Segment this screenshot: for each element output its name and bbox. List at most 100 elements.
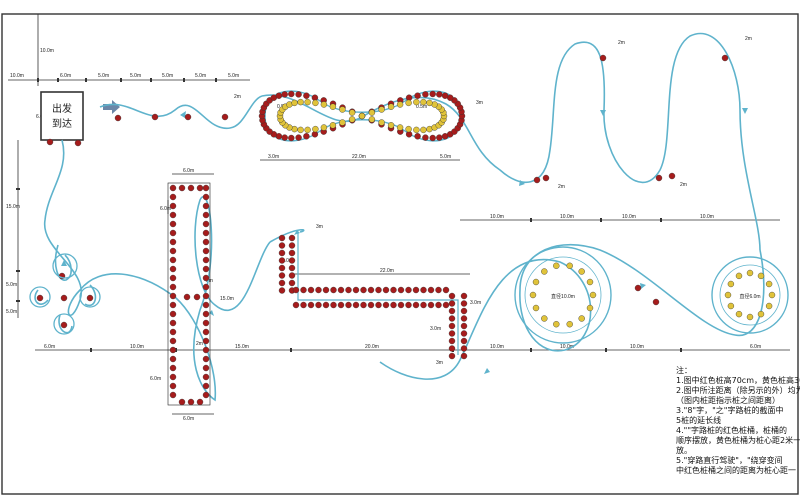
red-cone bbox=[278, 272, 286, 279]
red-cone bbox=[169, 247, 177, 255]
yellow-cone bbox=[727, 302, 735, 310]
red-cone bbox=[202, 184, 210, 192]
red-cone bbox=[202, 310, 210, 318]
dim-inner-10: 3.0m bbox=[430, 326, 441, 332]
red-cone bbox=[436, 134, 443, 141]
yellow-cone bbox=[291, 99, 298, 107]
dim-mid-2: 10.0m bbox=[622, 214, 636, 220]
red-cone bbox=[460, 300, 468, 307]
red-cone bbox=[202, 319, 210, 327]
start-direction-arrow-icon bbox=[103, 100, 120, 114]
red-cone bbox=[397, 301, 405, 309]
red-cone bbox=[202, 301, 210, 309]
red-cone bbox=[36, 294, 44, 302]
red-cone bbox=[412, 301, 420, 309]
yellow-cone bbox=[304, 126, 311, 134]
yellow-cone bbox=[724, 291, 732, 299]
red-cone bbox=[460, 315, 468, 322]
red-cone bbox=[221, 113, 229, 121]
red-cone bbox=[178, 398, 186, 406]
red-cone bbox=[202, 256, 210, 264]
dim-f8-2: 5.0m bbox=[440, 154, 451, 160]
red-cone bbox=[435, 286, 442, 294]
note-line-9: 5."穿路直行驾驶"，"绕穿变间 bbox=[676, 456, 783, 465]
circle-left-yellow-cones bbox=[529, 262, 597, 328]
red-cone bbox=[442, 286, 450, 294]
yellow-cone bbox=[529, 291, 537, 299]
yellow-cone bbox=[541, 315, 548, 322]
red-cone bbox=[202, 265, 210, 273]
red-cone bbox=[278, 234, 286, 242]
red-cone bbox=[307, 286, 315, 294]
yellow-cone bbox=[339, 106, 346, 113]
red-cone bbox=[169, 202, 177, 210]
yellow-cone bbox=[578, 315, 585, 322]
dim-inner-8: 0.5m bbox=[416, 104, 427, 110]
red-cone bbox=[196, 184, 204, 192]
red-cone bbox=[202, 346, 210, 354]
yellow-cone bbox=[586, 304, 594, 312]
dim-bottom-6: 10.0m bbox=[630, 344, 644, 350]
red-cone bbox=[169, 220, 177, 228]
dim-left-v-0: 15.0m bbox=[6, 204, 20, 210]
red-cone bbox=[114, 114, 122, 122]
yellow-cone bbox=[727, 280, 735, 288]
dim-vertical-top: 10.0m bbox=[40, 48, 54, 54]
red-cone bbox=[278, 249, 286, 257]
red-cone bbox=[169, 319, 177, 327]
red-cone bbox=[60, 321, 68, 329]
notes-panel: 注： 1.图中红色桩高70cm，黄色桩高30c 2.图中所注距离（除另示的外）均… bbox=[676, 366, 800, 476]
dim-inner-5: 15.0m bbox=[220, 296, 234, 302]
red-cone bbox=[352, 286, 360, 294]
yellow-cone bbox=[532, 278, 540, 286]
red-cone bbox=[288, 264, 296, 272]
yellow-cone bbox=[312, 99, 319, 107]
figure-eight-yellow-cones bbox=[276, 98, 448, 134]
cone-mark-8: 2m bbox=[196, 341, 203, 347]
dim-top-5: 5.0m bbox=[195, 73, 206, 79]
red-cone bbox=[397, 286, 405, 294]
red-cone bbox=[448, 330, 456, 337]
red-cone bbox=[178, 184, 186, 192]
red-cone bbox=[187, 398, 195, 406]
red-cone bbox=[422, 134, 429, 141]
yellow-cone bbox=[735, 272, 743, 280]
red-cone bbox=[169, 292, 177, 300]
red-cone bbox=[202, 382, 210, 390]
yellow-cone bbox=[329, 103, 337, 110]
red-cone bbox=[414, 92, 421, 99]
dim-top-6: 5.0m bbox=[228, 73, 239, 79]
red-cone bbox=[202, 373, 210, 381]
red-cone bbox=[74, 139, 82, 147]
red-cone bbox=[448, 352, 456, 360]
red-cone bbox=[288, 279, 296, 287]
dim-bottom-4: 10.0m bbox=[490, 344, 504, 350]
yellow-cone bbox=[420, 98, 427, 106]
yellow-cone bbox=[757, 310, 765, 318]
yellow-cone bbox=[768, 291, 776, 299]
cone-mark-3: 2m bbox=[558, 184, 565, 190]
red-cone bbox=[288, 90, 295, 98]
red-cone bbox=[668, 172, 676, 180]
circle-left-label: 直径10.0m bbox=[551, 293, 575, 300]
red-cone bbox=[390, 301, 397, 309]
red-cone bbox=[169, 193, 177, 201]
dim-f8-1: 22.0m bbox=[352, 154, 366, 160]
red-cone bbox=[295, 134, 302, 141]
red-cone bbox=[202, 202, 210, 210]
dim-bottom-1: 10.0m bbox=[130, 344, 144, 350]
yellow-cone bbox=[586, 278, 594, 286]
note-line-4: 3."8"字，"之"字路桩的截面中 bbox=[676, 406, 784, 415]
red-cone bbox=[169, 310, 177, 318]
red-cone bbox=[278, 264, 286, 272]
red-cone bbox=[367, 301, 375, 309]
red-cone bbox=[533, 176, 541, 184]
red-cone bbox=[288, 242, 296, 249]
yellow-cone bbox=[532, 304, 540, 312]
red-cone bbox=[599, 54, 607, 62]
red-cone bbox=[542, 174, 550, 182]
z-lane-red-cones bbox=[278, 234, 468, 360]
dim-left-v-1: 5.0m bbox=[6, 282, 17, 288]
red-cone bbox=[300, 286, 307, 294]
